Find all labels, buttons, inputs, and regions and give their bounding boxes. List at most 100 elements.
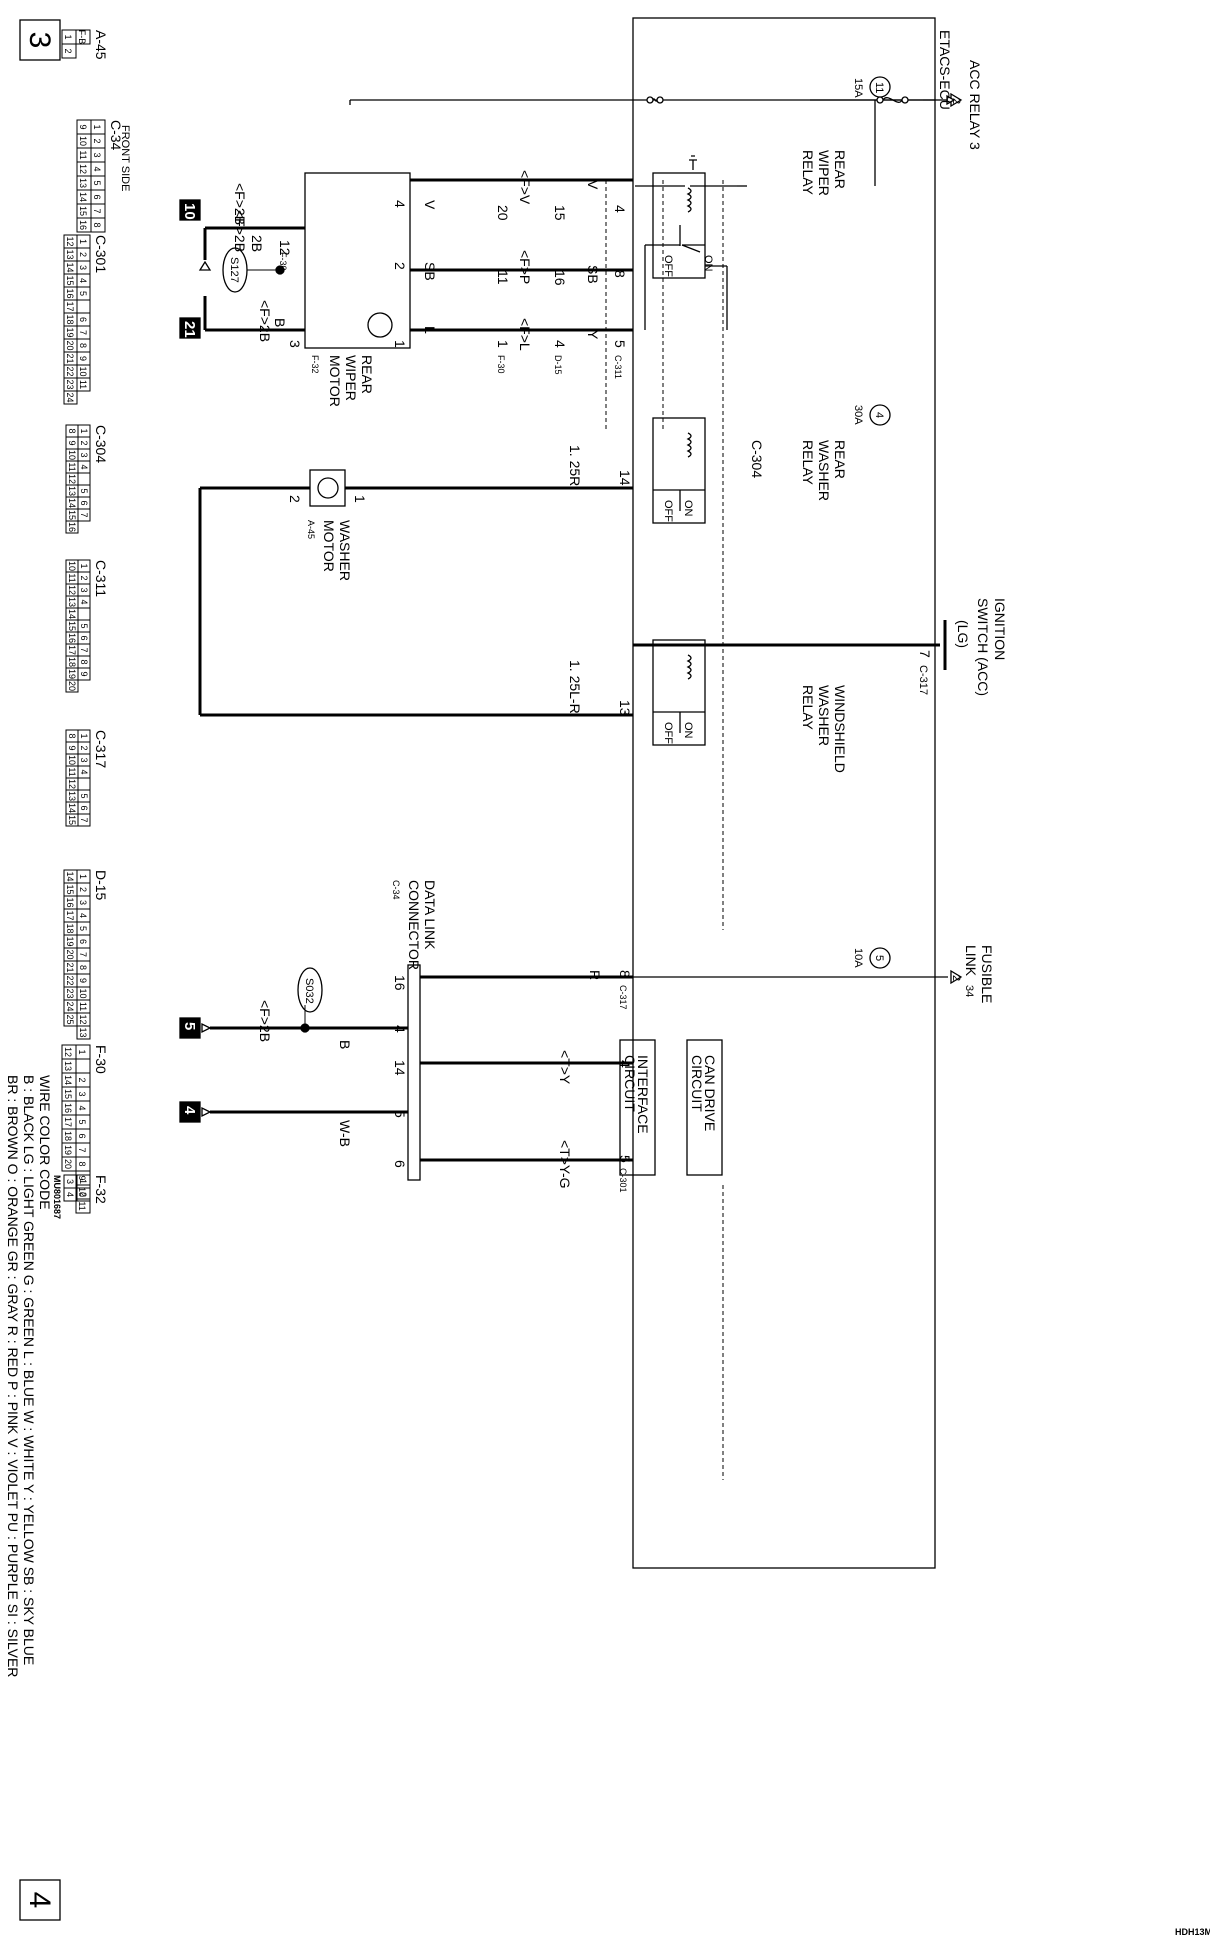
fuse-circle-11 [869,76,891,98]
dlc-pin-16: 16 [392,975,408,991]
connector-pin-number: 4 [92,166,102,171]
connector-pin-number: 12 [67,585,77,595]
fuse-num-5: 5 [873,955,885,961]
connector-pin-number: 21 [65,962,75,972]
connector-cavity [61,1156,77,1172]
connector-pin-number: 8 [67,428,77,433]
connector-pin-number: 1 [79,563,89,568]
connector-pin-number: 12 [78,1014,88,1024]
connector-pin-number: 2 [79,745,89,750]
connector-pin-number: 3 [92,152,102,157]
connector-pin-number: 13 [78,178,88,188]
f30-pin-20: 20 [495,205,511,221]
gw-label-c: <F>2B [257,300,273,342]
connector-pin-number: 19 [65,327,75,337]
connector-label-c304: C-304 [93,425,109,463]
connector-d15: D-15123456789101112131415161718192021222… [63,869,109,1040]
gw-label-b: <F>2B [232,210,248,252]
connector-pin-number: 2 [63,48,73,53]
connector-pin-number: 2 [78,1192,88,1197]
rear-washer-relay-off: OFF [662,500,674,522]
connector-label-c34: C-34 [108,120,124,151]
connector-pin-number: 2 [79,440,89,445]
fuse-rating-10a: 10A [852,948,864,968]
connector-pin-number: 8 [79,659,89,664]
connector-pin-number: 16 [78,220,88,230]
ground-box-5 [179,1017,201,1039]
washer-wire-1: 1. 25R [567,445,583,486]
connector-pin-number: 1 [79,428,89,433]
rear-wiper-motor-symbol [367,312,393,338]
connector-pin-number: 5 [78,926,88,931]
connector-pin-number: 7 [78,330,88,335]
connector-pin-number: 14 [67,803,77,813]
connector-pin-number: 12 [67,474,77,484]
windshield-washer-relay [652,639,706,746]
connector-cavity [63,390,78,405]
connector-pin-number: 22 [65,366,75,376]
rwm-pin-3: 3 [287,340,303,348]
connector-pin-number: 6 [77,1133,87,1138]
dlc-c317-pin: 8 [617,970,633,978]
acc-relay-feed [349,92,963,108]
dlc-pin-14: 14 [392,1060,408,1076]
connector-pin-number: 1 [78,874,88,879]
connector-pin-number: 13 [67,486,77,496]
ign-wire: (LG) [955,620,971,648]
gw-f30-conn: F-30 [278,252,288,271]
ground-box-10 [179,199,201,221]
connector-pin-number: 4 [65,1192,75,1197]
connector-cavity [65,520,79,534]
connector-pin-number: 1 [78,1179,88,1184]
windshield-washer-relay-l3: RELAY [800,685,816,731]
can-drive-l1: CAN DRIVE [702,1055,718,1131]
connector-label-f30: F-30 [93,1045,109,1074]
connector-pin-number: 14 [78,192,88,202]
gw-ground-21: 21 [181,321,198,338]
connector-pin-number: 14 [65,262,75,272]
rear-washer-relay-on: ON [682,500,694,517]
gw-splice-s127: S127 [228,257,240,283]
page-ref-box-left [19,19,61,61]
legend-line-1: B : BLACK LG : LIGHT GREEN G : GREEN L :… [21,1075,37,1665]
connector-pin-number: 3 [65,1179,75,1184]
connector-pin-number: 11 [77,1201,87,1210]
connector-pin-number: 17 [65,301,75,311]
connector-pin-number: 13 [67,791,77,801]
ground-harness [203,226,305,332]
connector-pin-number: 24 [65,1001,75,1011]
d15-pin-16: 16 [552,270,568,286]
dlc-c301-pin4: 4 [617,1060,633,1068]
connector-pin-number: 11 [78,1002,88,1011]
c34-front-side: FRONT SIDE [119,125,131,191]
connector-pin-number: 7 [79,512,89,517]
connector-pin-number: 1 [78,239,88,244]
connector-cavity [63,1012,78,1027]
dlc-ground-4: 4 [181,1106,198,1115]
can-iface-l1: INTERFACE [635,1055,651,1134]
connector-pin-number: 18 [63,1131,73,1141]
connector-pin-number: 1 [79,733,89,738]
rear-wiper-motor-box [304,172,411,349]
connector-pin-number: 10 [67,755,77,765]
dlc-conn: C-34 [391,880,401,900]
connector-pin-number: 9 [67,440,77,445]
connector-pin-number: 19 [63,1145,73,1155]
text-labels: 3 4 HDH13M018C ETACS-ECU ACC RELAY 3 2 I… [5,30,1210,1937]
washer-c304-pin14: 14 [617,470,633,486]
connector-c301: C-30112345678910111213141516171819202122… [63,234,109,405]
connector-pin-number: 3 [78,900,88,905]
rwm-label-l3: MOTOR [327,355,343,407]
rwm-color-l: L [422,326,438,334]
washer-pin1: 1 [352,495,368,503]
connector-label-a45: A-45 [93,30,109,60]
rwm-conn: F-32 [310,355,320,374]
ground-symbol [689,155,697,170]
c311-color-v: V [585,180,601,190]
ign-label-2: SWITCH (ACC) [975,598,991,696]
